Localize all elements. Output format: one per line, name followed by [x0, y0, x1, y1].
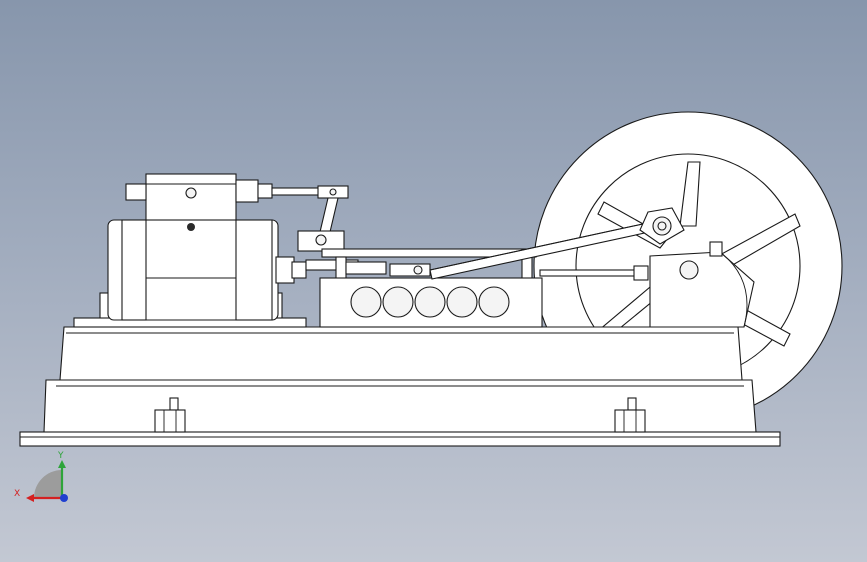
base-bolt-right [614, 397, 646, 433]
steam-port [187, 223, 195, 231]
coordinate-triad[interactable]: X Y [14, 451, 68, 502]
crank-pin-block[interactable] [639, 207, 685, 245]
eccentric-rod[interactable] [539, 265, 649, 281]
triad-x-arrow [26, 494, 34, 502]
triad-y-label: Y [57, 451, 64, 461]
guide-windows [350, 286, 510, 318]
base-block[interactable] [19, 326, 781, 447]
base-bolt-left [154, 397, 186, 433]
triad-quarter-disc [34, 470, 62, 498]
crosshead-guide[interactable] [297, 230, 543, 328]
triad-z-dot [60, 494, 68, 502]
crank-bearing[interactable] [649, 241, 755, 328]
triad-y-arrow [58, 460, 66, 468]
valve-linkage[interactable] [271, 185, 349, 233]
triad-x-label: X [14, 489, 20, 499]
cylinder-assembly[interactable] [73, 173, 307, 328]
